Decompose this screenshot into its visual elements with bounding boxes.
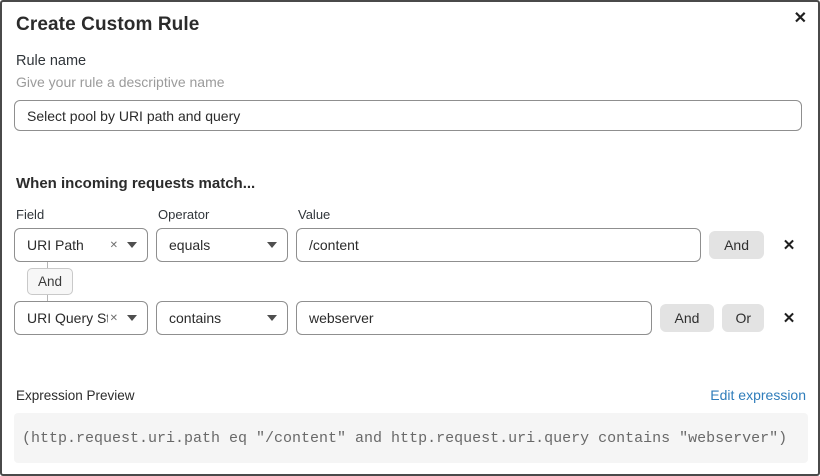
connector-and-badge[interactable]: And (27, 268, 74, 295)
dialog-title: Create Custom Rule (16, 14, 200, 35)
add-or-condition-button-2[interactable]: Or (722, 304, 764, 332)
expression-preview-label: Expression Preview (16, 387, 135, 403)
expression-preview-header: Expression Preview Edit expression (16, 387, 806, 403)
connector-line-bottom (47, 295, 48, 301)
value-column-label: Value (298, 207, 331, 222)
operator-select-2-value: contains (169, 310, 222, 326)
value-input-2[interactable] (296, 301, 652, 335)
delete-row-icon[interactable]: ✕ (782, 237, 796, 254)
operator-select-1-value: equals (169, 237, 211, 253)
clear-icon[interactable]: ✕ (109, 239, 118, 251)
rule-name-hint: Give your rule a descriptive name (16, 74, 225, 90)
chevron-down-icon (127, 315, 137, 321)
field-select-1-value: URI Path (27, 237, 84, 253)
field-select-2[interactable]: URI Query St... ✕ (14, 301, 148, 335)
field-select-2-value: URI Query St... (27, 310, 108, 326)
add-and-condition-button-1[interactable]: And (709, 231, 764, 259)
condition-connector: And (14, 262, 806, 301)
chevron-down-icon (127, 242, 137, 248)
value-input-1[interactable] (296, 228, 702, 262)
field-column-label: Field (16, 207, 45, 222)
operator-select-1[interactable]: equals (156, 228, 288, 262)
condition-column-labels: Field Operator Value (16, 207, 806, 222)
condition-row-2: URI Query St... ✕ contains And Or ✕ (14, 301, 806, 335)
close-icon[interactable]: ✕ (793, 10, 807, 27)
expression-code-block: (http.request.uri.path eq "/content" and… (14, 413, 808, 463)
field-select-1[interactable]: URI Path ✕ (14, 228, 148, 262)
match-heading: When incoming requests match... (16, 175, 256, 192)
operator-select-2[interactable]: contains (156, 301, 288, 335)
operator-column-label: Operator (158, 207, 210, 222)
add-and-condition-button-2[interactable]: And (659, 304, 715, 332)
rule-name-label: Rule name (16, 53, 87, 69)
delete-row-icon[interactable]: ✕ (782, 310, 796, 327)
rule-name-input[interactable] (14, 100, 802, 131)
edit-expression-link[interactable]: Edit expression (710, 387, 806, 403)
expression-code: (http.request.uri.path eq "/content" and… (22, 430, 788, 447)
connector-line-top (47, 262, 48, 268)
chevron-down-icon (267, 242, 277, 248)
condition-row-1: URI Path ✕ equals And ✕ (14, 228, 806, 262)
clear-icon[interactable]: ✕ (109, 312, 118, 324)
chevron-down-icon (267, 315, 277, 321)
rule-name-section: Rule name Give your rule a descriptive n… (14, 53, 806, 131)
